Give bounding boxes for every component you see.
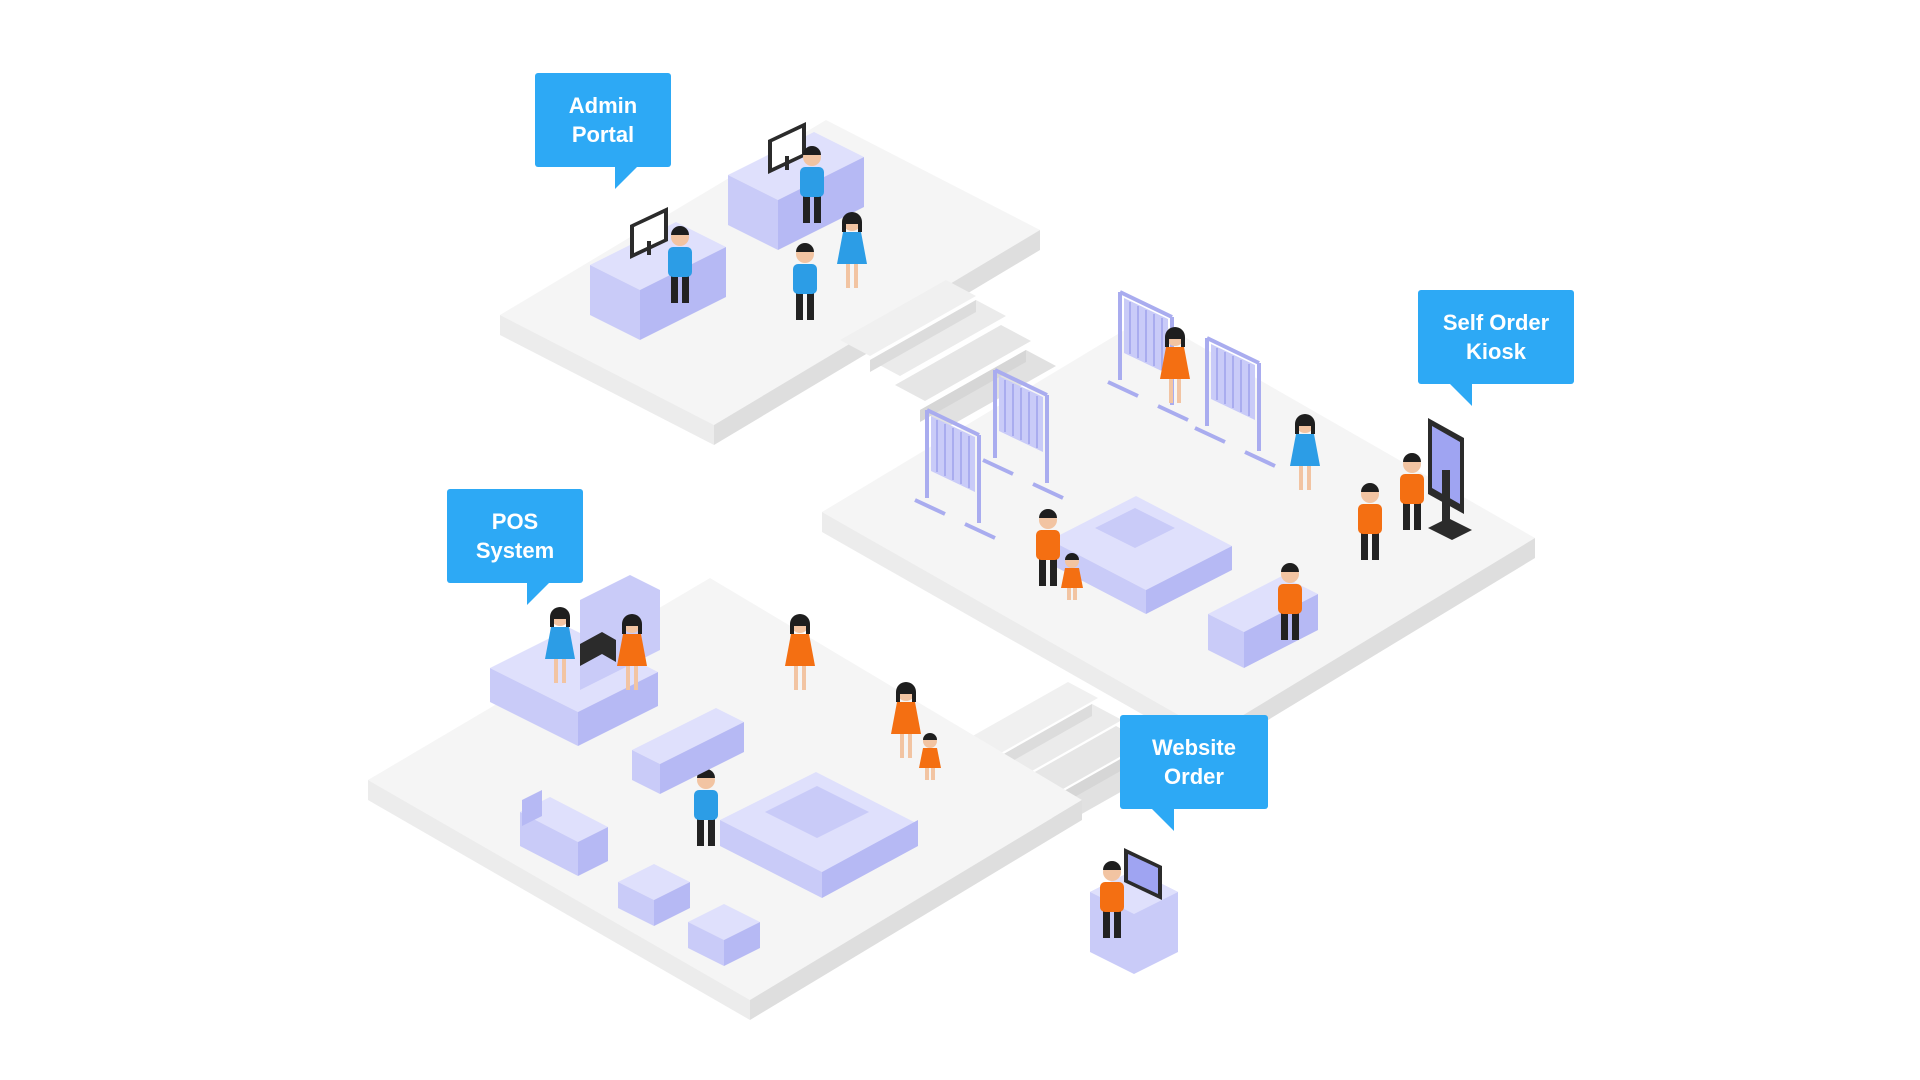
admin-portal-label-line2: Portal — [571, 122, 635, 147]
sofa-icon — [520, 790, 608, 876]
display-table-icon — [720, 772, 918, 898]
pos-system-label-line1: POS — [491, 509, 539, 534]
admin-portal-label-line1: Admin — [568, 93, 638, 118]
pos-system-callout: POS System — [447, 489, 583, 605]
admin-stairs — [840, 280, 1056, 426]
kiosk-icon — [1428, 418, 1472, 540]
pos-counter — [490, 575, 660, 746]
website-order-label-line2: Order — [1164, 764, 1224, 789]
self-order-kiosk-label-line1: Self Order — [1442, 310, 1550, 335]
self-order-kiosk-label-line2: Kiosk — [1466, 339, 1526, 364]
pos-system-label-line2: System — [475, 538, 555, 563]
website-order-station — [1090, 848, 1178, 974]
pos-shelf — [632, 708, 744, 794]
website-order-label-line1: Website — [1152, 735, 1236, 760]
